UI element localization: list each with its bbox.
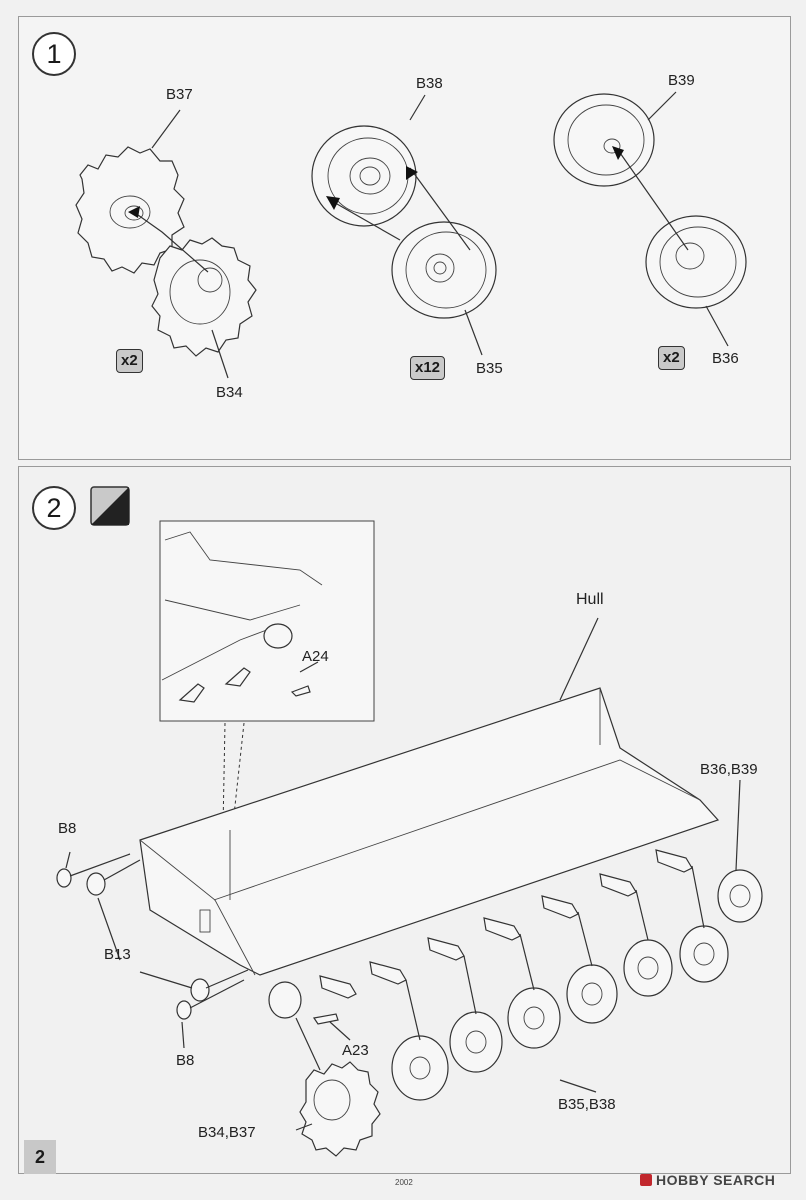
part-label-a24: A24	[302, 648, 329, 665]
part-label-a23: A23	[342, 1042, 369, 1059]
part-label-b38: B38	[416, 75, 443, 92]
road-wheels-row	[391, 869, 763, 1101]
quantity-badge-road-wheel: x12	[410, 356, 446, 380]
part-label-b39: B39	[668, 72, 695, 89]
part-label-b13: B13	[104, 946, 131, 963]
part-label-b35: B35	[476, 360, 503, 377]
suspension-arms	[319, 849, 693, 999]
watermark: HOBBY SEARCH	[640, 1172, 775, 1188]
part-label-b8-top: B8	[58, 820, 77, 837]
watermark-text: HOBBY SEARCH	[656, 1172, 776, 1188]
step-1-number: 1	[32, 32, 76, 76]
watermark-logo-icon	[640, 1174, 652, 1186]
part-label-b37: B37	[166, 86, 193, 103]
step-2-panel	[18, 466, 791, 1174]
page-number: 2	[24, 1140, 56, 1174]
part-label-b35-b38: B35,B38	[558, 1096, 616, 1113]
part-label-b36: B36	[712, 350, 739, 367]
quantity-badge-idler: x2	[658, 346, 685, 370]
sprocket-b37-drawing	[75, 146, 185, 274]
part-label-b34: B34	[216, 384, 243, 401]
sprocket-assembly-drawing	[299, 1061, 381, 1157]
idler-b36-drawing	[645, 215, 747, 309]
sprocket-b34-drawing	[151, 237, 257, 357]
quantity-badge-sprocket: x2	[116, 349, 143, 373]
step-2-number: 2	[32, 486, 76, 530]
part-label-b34-b37: B34,B37	[198, 1124, 256, 1141]
idler-b39-drawing	[553, 93, 655, 187]
hull-label: Hull	[576, 591, 604, 608]
road-wheel-b35-drawing	[391, 221, 497, 319]
part-label-b36-b39: B36,B39	[700, 761, 758, 778]
half-black-square-icon	[90, 486, 130, 526]
hull-drawing	[139, 687, 720, 976]
footer-code: 2002	[395, 1178, 413, 1187]
road-wheel-b38-drawing	[311, 125, 417, 227]
part-label-b8-bottom: B8	[176, 1052, 195, 1069]
